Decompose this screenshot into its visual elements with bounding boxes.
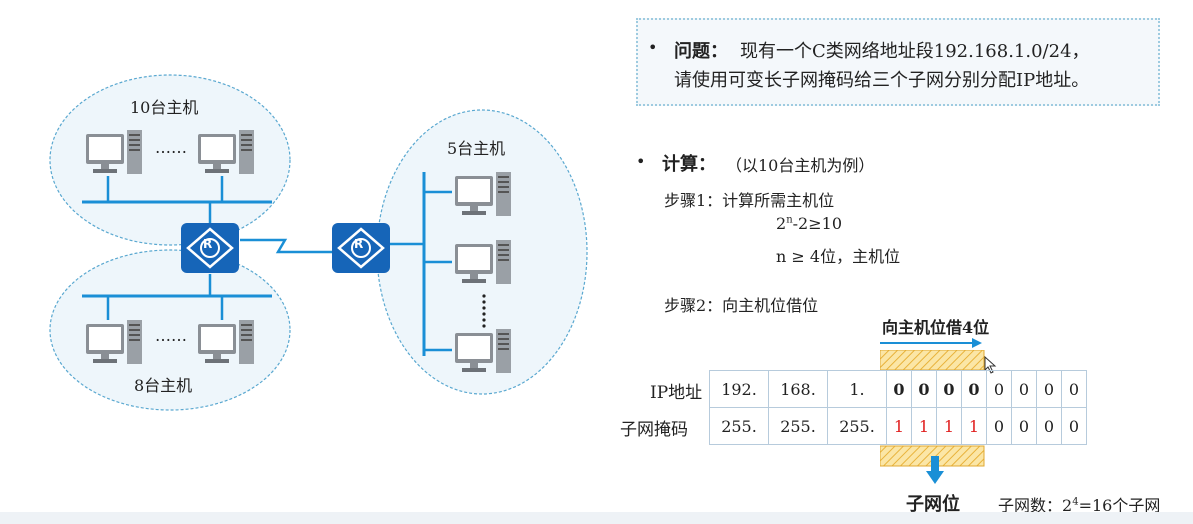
lan-top-ellipsis: …… bbox=[155, 138, 187, 157]
mask-bit: 0 bbox=[986, 407, 1012, 445]
ip-bit: 0 bbox=[1036, 370, 1062, 408]
ip-bit: 0 bbox=[986, 370, 1012, 408]
borrow-arrow bbox=[880, 338, 982, 348]
mask-row-label: 子网掩码 bbox=[620, 420, 688, 440]
ip-row: 192. 168. 1. 0 0 0 0 0 0 0 0 bbox=[709, 370, 1087, 408]
formula: 2n-2≥10 bbox=[776, 214, 842, 233]
calc-note: （以10台主机为例） bbox=[726, 156, 875, 175]
problem-bullet: • bbox=[648, 38, 658, 57]
ip-bit: 0 bbox=[961, 370, 987, 408]
calc-label: 计算： bbox=[662, 154, 716, 175]
serial-link bbox=[240, 238, 332, 254]
ip-bit: 0 bbox=[886, 370, 912, 408]
lan-top-bus bbox=[82, 176, 272, 226]
lan-bottom-ellipse bbox=[49, 249, 291, 411]
router-symbol: R bbox=[354, 237, 364, 251]
mask-bit-borrowed: 1 bbox=[961, 407, 987, 445]
lan-top-label: 10台主机 bbox=[130, 98, 199, 117]
subnet-bits-label: 子网位 bbox=[906, 494, 960, 515]
mask-bit: 0 bbox=[1061, 407, 1087, 445]
ip-octet: 1. bbox=[827, 370, 887, 408]
lan-right-label: 5台主机 bbox=[447, 139, 506, 158]
mask-row: 255. 255. 255. 1 1 1 1 0 0 0 0 bbox=[709, 407, 1087, 445]
problem-box bbox=[636, 18, 1160, 106]
address-table: 192. 168. 1. 0 0 0 0 0 0 0 0 255. 255. 2… bbox=[709, 370, 1087, 445]
mask-bit-borrowed: 1 bbox=[936, 407, 962, 445]
result-text: n ≥ 4位，主机位 bbox=[776, 247, 901, 266]
step1-text: 步骤1：计算所需主机位 bbox=[664, 191, 835, 210]
problem-line-1: 现有一个C类网络地址段192.168.1.0/24， bbox=[740, 41, 1090, 62]
mask-bit-borrowed: 1 bbox=[886, 407, 912, 445]
network-diagram bbox=[49, 74, 588, 411]
subnet-count: 子网数：24=16个子网 bbox=[998, 496, 1161, 515]
ip-bit: 0 bbox=[1061, 370, 1087, 408]
bottom-strip bbox=[0, 512, 1193, 524]
mask-octet: 255. bbox=[827, 407, 887, 445]
ip-octet: 168. bbox=[768, 370, 828, 408]
mask-bit-borrowed: 1 bbox=[911, 407, 937, 445]
mask-octet: 255. bbox=[709, 407, 769, 445]
router-symbol: R bbox=[203, 237, 213, 251]
lan-bottom-label: 8台主机 bbox=[134, 376, 193, 395]
lan-bottom-bus bbox=[82, 274, 272, 320]
problem-line-2: 请使用可变长子网掩码给三个子网分别分配IP地址。 bbox=[674, 70, 1090, 91]
ip-octet: 192. bbox=[709, 370, 769, 408]
calc-bullet: • bbox=[636, 152, 646, 171]
lan-bottom-ellipsis: …… bbox=[155, 326, 187, 345]
ip-row-label: IP地址 bbox=[650, 383, 703, 403]
down-arrow-icon bbox=[926, 456, 944, 484]
step2-text: 步骤2：向主机位借位 bbox=[664, 296, 819, 315]
mask-octet: 255. bbox=[768, 407, 828, 445]
mask-bit: 0 bbox=[1011, 407, 1037, 445]
lan-right-bus bbox=[390, 172, 452, 356]
problem-label: 问题： bbox=[674, 41, 728, 62]
ip-bit: 0 bbox=[1011, 370, 1037, 408]
ip-bit: 0 bbox=[911, 370, 937, 408]
ip-bit: 0 bbox=[936, 370, 962, 408]
vertical-ellipsis bbox=[482, 294, 486, 328]
mask-bit: 0 bbox=[1036, 407, 1062, 445]
borrow-label: 向主机位借4位 bbox=[882, 318, 990, 337]
